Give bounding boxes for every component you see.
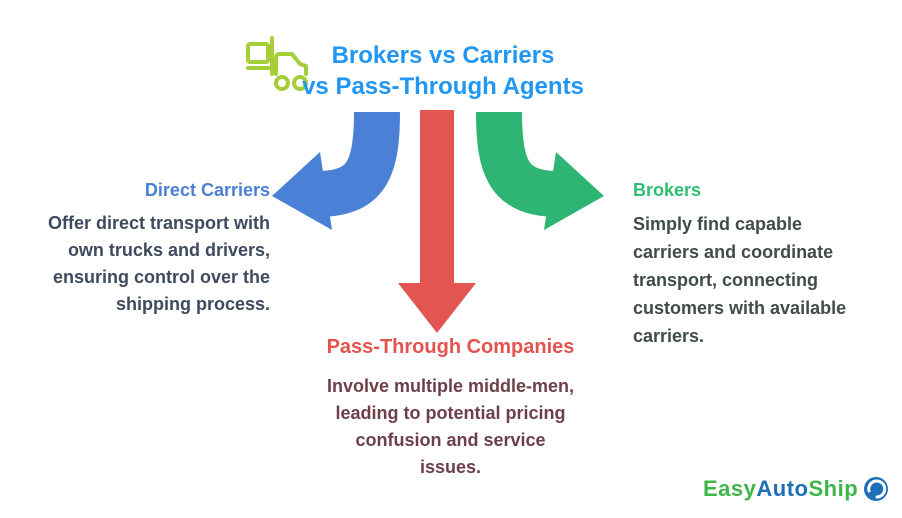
direct-carriers-text-line: own trucks and drivers,: [67, 240, 270, 260]
logo-word-auto: Auto: [756, 476, 809, 501]
diagram-title-line-2: vs Pass-Through Agents: [302, 73, 584, 100]
logo-word-ship: Ship: [808, 476, 859, 501]
brokers-text-line: transport, connecting: [633, 270, 819, 290]
section-brokers: Brokers Simply find capable carriers and…: [633, 180, 883, 350]
diagram-title-line-1: Brokers vs Carriers: [331, 42, 555, 69]
diagram-title: Brokers vs Carriers vs Pass-Through Agen…: [293, 40, 593, 102]
section-pass-through-companies: Pass-Through Companies Involve multiple …: [303, 336, 598, 481]
brokers-text-line: Simply find capable: [633, 214, 803, 234]
brokers-heading: Brokers: [633, 180, 702, 200]
pass-through-text-line: issues.: [419, 457, 482, 477]
pass-through-text-line: confusion and service: [355, 430, 546, 450]
brokers-text-line: carriers and coordinate: [633, 242, 834, 262]
pass-through-heading: Pass-Through Companies: [326, 336, 575, 358]
direct-carriers-heading: Direct Carriers: [144, 180, 270, 200]
curved-right-arrow: [476, 111, 604, 230]
forklift-truck-icon: [246, 36, 308, 91]
direct-carriers-text-line: shipping process.: [115, 294, 270, 314]
straight-down-arrow: [398, 110, 476, 333]
brokers-text-line: customers with available: [633, 298, 847, 318]
direct-carriers-text-line: Offer direct transport with: [47, 213, 270, 233]
pass-through-text-line: leading to potential pricing: [335, 403, 566, 423]
curved-left-arrow: [272, 111, 400, 230]
section-direct-carriers: Direct Carriers Offer direct transport w…: [25, 180, 270, 318]
globe-swoosh-icon: [864, 477, 889, 501]
logo-word-easy: Easy: [703, 476, 757, 501]
direct-carriers-text-line: ensuring control over the: [52, 267, 270, 287]
pass-through-text-line: Involve multiple middle-men,: [326, 376, 575, 396]
brokers-text-line: carriers.: [633, 326, 705, 346]
